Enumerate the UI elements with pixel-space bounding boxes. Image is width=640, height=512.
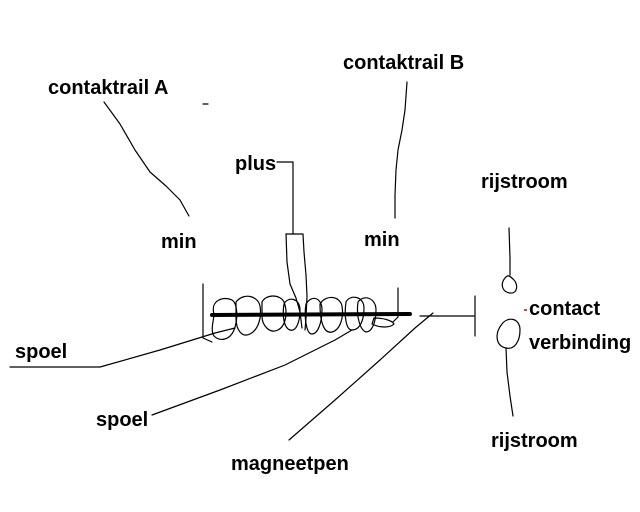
label-spoel-left: spoel: [15, 341, 67, 363]
plus-terminal: [285, 233, 308, 331]
rail-b-bracket: [392, 287, 399, 323]
spoel-bottom-leader: [151, 329, 353, 416]
upper-contact: [501, 275, 518, 294]
spoel-left-leader: [9, 327, 236, 368]
label-verbinding: verbinding: [529, 332, 631, 354]
rijstroom-bottom-wire: [505, 347, 514, 417]
label-rijstroom-top: rijstroom: [481, 171, 568, 193]
magneetpen-leader: [288, 312, 434, 441]
label-magneetpen: magneetpen: [231, 453, 349, 475]
label-min-right: min: [364, 229, 400, 251]
label-rijstroom-bottom: rijstroom: [491, 430, 578, 452]
label-contact: contact: [529, 298, 600, 320]
plus-leader: [276, 161, 294, 235]
label-contaktrail-a: contaktrail A: [48, 77, 168, 99]
label-spoel-bottom: spoel: [96, 409, 148, 431]
magnet-pin: [210, 312, 412, 317]
contaktrail-a-leader: [103, 101, 190, 217]
rijstroom-top-wire: [508, 227, 511, 276]
coil-windings: [211, 295, 395, 340]
label-min-left: min: [161, 231, 197, 253]
lower-contact: [496, 318, 521, 349]
label-plus: plus: [235, 153, 276, 175]
rail-a-bracket: [202, 283, 213, 343]
contaktrail-b-leader: [394, 81, 408, 219]
label-contaktrail-b: contaktrail B: [343, 52, 464, 74]
